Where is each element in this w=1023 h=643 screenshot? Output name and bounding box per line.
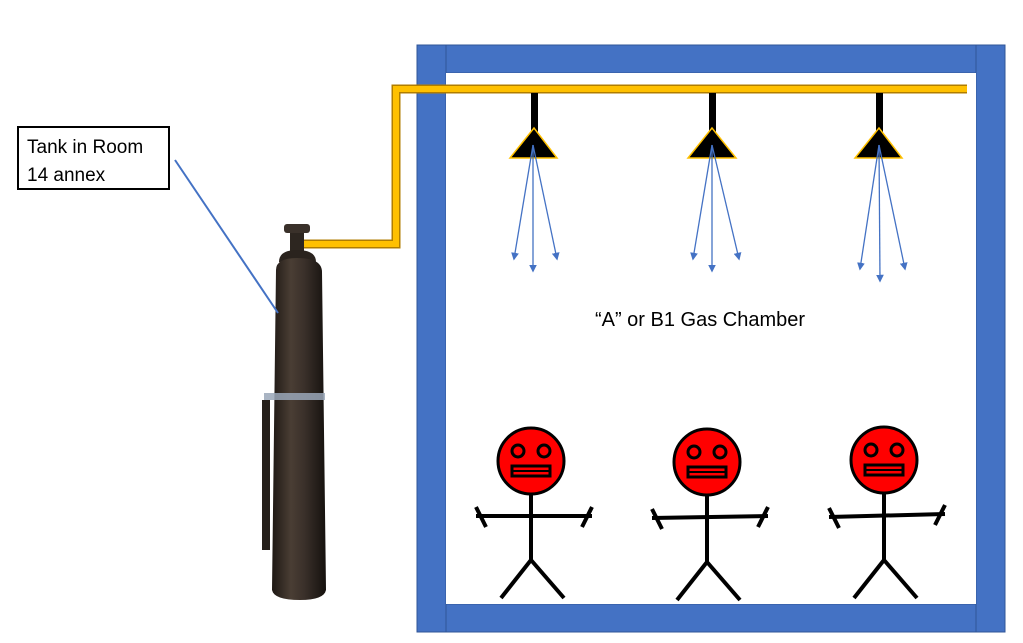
leg-left <box>675 560 709 602</box>
chamber-wall-right <box>975 44 1006 633</box>
callout-line-2: 14 annex <box>27 165 106 186</box>
nozzle-stem <box>876 93 883 140</box>
face <box>849 425 919 495</box>
right-eye <box>536 443 552 459</box>
arms <box>828 512 946 519</box>
callout-line-1: Tank in Room <box>27 137 144 158</box>
person-1 <box>474 426 594 600</box>
gas-cylinder-icon <box>262 224 326 600</box>
tank-strap <box>262 400 270 550</box>
nozzle-3 <box>853 93 908 283</box>
spray-arrow <box>878 144 908 271</box>
face <box>496 426 566 496</box>
hand-left <box>827 507 841 529</box>
spray-arrow <box>711 144 742 261</box>
tank-valve-stem <box>290 231 304 255</box>
person-2 <box>650 427 770 602</box>
nozzle-stem <box>709 93 716 140</box>
nozzle-2 <box>686 93 742 273</box>
hand-left <box>474 506 488 528</box>
tank-callout: Tank in Room 14 annex <box>17 126 170 190</box>
chamber-label: “A” or B1 Gas Chamber <box>594 309 806 331</box>
tank-valve-handle <box>284 224 310 233</box>
leg-right <box>882 558 919 600</box>
left-eye <box>510 443 526 459</box>
spray-arrow <box>876 144 884 283</box>
left-eye <box>863 442 879 458</box>
callout-leader-line <box>174 159 279 314</box>
spray-arrow <box>511 144 534 261</box>
gas-pipe <box>300 84 967 249</box>
gas-pipe-fill <box>300 86 967 247</box>
nozzle-1 <box>508 93 560 273</box>
left-eye <box>686 444 702 460</box>
face <box>672 427 742 497</box>
spray-arrow <box>690 144 713 261</box>
hand-left <box>650 508 664 530</box>
chamber-wall-bottom <box>416 603 1006 633</box>
leg-right <box>529 558 566 600</box>
spray-arrow <box>532 144 560 261</box>
right-eye <box>712 444 728 460</box>
leg-left <box>852 558 886 600</box>
tank-band <box>264 393 325 400</box>
hand-right <box>580 506 594 528</box>
chamber-wall-top <box>416 44 1006 74</box>
spray-arrow <box>857 144 880 271</box>
person-3 <box>827 425 947 600</box>
chamber-wall-left <box>416 44 447 633</box>
hand-right <box>933 504 947 526</box>
leg-left <box>499 558 533 600</box>
leg-right <box>705 560 742 602</box>
tank-body <box>272 258 326 600</box>
arms <box>651 514 769 520</box>
hand-right <box>756 506 770 528</box>
nozzle-stem <box>531 93 538 140</box>
right-eye <box>889 442 905 458</box>
